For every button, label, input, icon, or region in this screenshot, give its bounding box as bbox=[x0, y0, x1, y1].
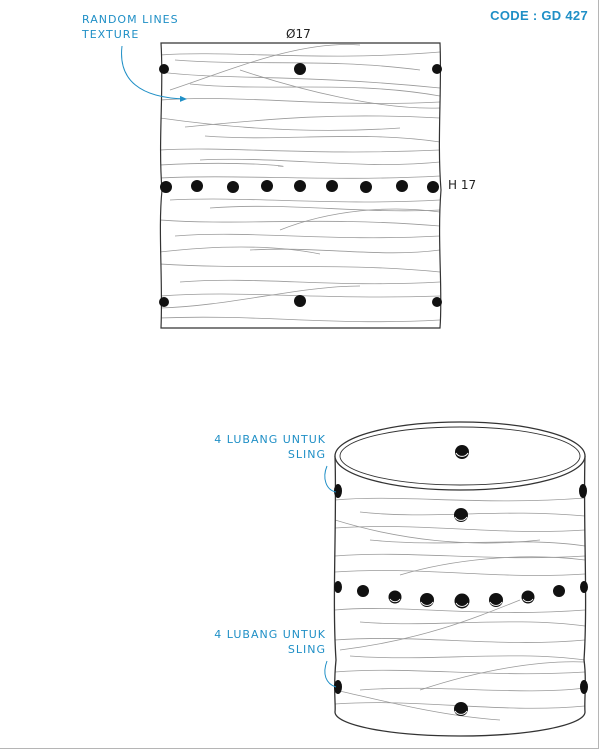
hole-bottom-center bbox=[294, 295, 306, 307]
cylinder-texture-lines bbox=[335, 497, 585, 721]
texture-leader-arrow bbox=[121, 45, 187, 102]
hole-mid-2 bbox=[191, 180, 203, 192]
sling-leader-bottom bbox=[324, 660, 337, 688]
cylinder-body-outline bbox=[333, 455, 587, 737]
sling-leader-top bbox=[324, 465, 337, 493]
cyl-hole-lower-left bbox=[334, 680, 342, 694]
hole-mid-5 bbox=[294, 180, 306, 192]
cyl-hole-mid-9 bbox=[580, 581, 588, 593]
cyl-hole-lower-right bbox=[580, 680, 588, 694]
sling-note-bottom-line-1: 4 LUBANG UNTUK bbox=[214, 628, 326, 641]
sling-note-top-line-1: 4 LUBANG UNTUK bbox=[214, 433, 326, 446]
texture-note-line-2: TEXTURE bbox=[82, 28, 140, 41]
cyl-hole-mid-7 bbox=[521, 590, 535, 604]
cyl-hole-mid-8 bbox=[553, 585, 565, 597]
flat-outline bbox=[159, 42, 442, 329]
hole-mid-7 bbox=[360, 181, 372, 193]
height-label: H 17 bbox=[448, 178, 477, 192]
hole-mid-4 bbox=[261, 180, 273, 192]
flat-pattern-view bbox=[121, 42, 442, 329]
cyl-hole-mid-4 bbox=[420, 593, 434, 607]
hole-top-center bbox=[294, 63, 306, 75]
hole-bottom-right bbox=[432, 297, 442, 307]
hole-mid-1 bbox=[160, 181, 172, 193]
hole-mid-3 bbox=[227, 181, 239, 193]
sling-note-top-line-2: SLING bbox=[287, 448, 326, 461]
cyl-hole-mid-5 bbox=[454, 593, 470, 609]
cyl-hole-mid-6 bbox=[489, 593, 503, 607]
cyl-hole-upper-center bbox=[454, 508, 468, 522]
sling-note-top: 4 LUBANG UNTUK SLING bbox=[200, 432, 326, 462]
cyl-hole-top-center bbox=[455, 445, 469, 459]
texture-note-line-1: RANDOM LINES bbox=[82, 13, 179, 26]
cylinder-top-inner bbox=[339, 426, 581, 486]
hole-mid-6 bbox=[326, 180, 338, 192]
cyl-hole-mid-2 bbox=[357, 585, 369, 597]
cyl-hole-lower-center bbox=[454, 702, 468, 716]
cyl-hole-upper-right bbox=[579, 484, 587, 498]
hole-mid-9 bbox=[427, 181, 439, 193]
hole-bottom-left bbox=[159, 297, 169, 307]
diameter-label: Ø17 bbox=[286, 27, 311, 41]
texture-lines bbox=[161, 44, 440, 323]
cyl-hole-mid-3 bbox=[388, 590, 402, 604]
sling-note-bottom-line-2: SLING bbox=[287, 643, 326, 656]
hole-mid-8 bbox=[396, 180, 408, 192]
cyl-hole-upper-left bbox=[334, 484, 342, 498]
hole-top-right bbox=[432, 64, 442, 74]
texture-note: RANDOM LINES TEXTURE bbox=[82, 12, 179, 42]
product-code: CODE : GD 427 bbox=[490, 8, 588, 23]
cylinder-3d-view bbox=[324, 421, 588, 737]
sling-note-bottom: 4 LUBANG UNTUK SLING bbox=[200, 627, 326, 657]
hole-top-left bbox=[159, 64, 169, 74]
cyl-hole-mid-1 bbox=[334, 581, 342, 593]
